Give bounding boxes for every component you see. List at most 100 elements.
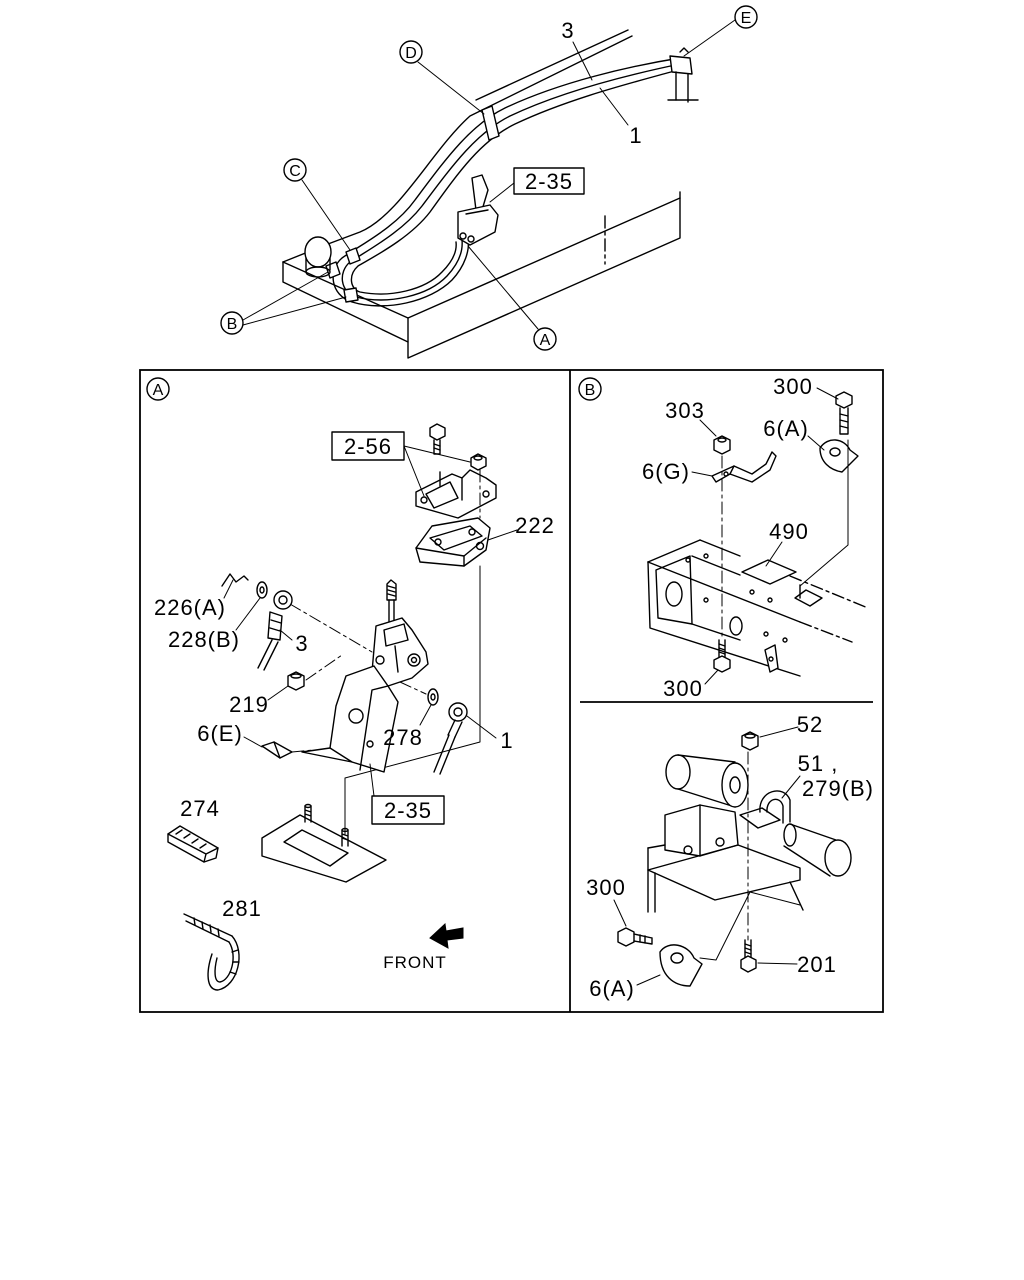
part-222-label: 222	[515, 513, 555, 538]
lever-bracket	[301, 665, 399, 773]
part-3-label: 3	[295, 631, 308, 656]
rubber-mount-222	[415, 517, 491, 567]
cable-3-end	[257, 611, 283, 671]
detail-lower: 52 51 , 279(B) 300 201 6(A)	[586, 712, 874, 1001]
part-274-label: 274	[180, 796, 220, 821]
detail-lower-leaders	[613, 726, 801, 986]
part-281-label: 281	[222, 896, 262, 921]
bolt-top	[429, 423, 446, 455]
mount-tab	[794, 584, 823, 607]
front-arrow	[429, 922, 464, 949]
part-279b-label: 279(B)	[802, 776, 874, 801]
callout-d-letter: D	[405, 45, 417, 62]
cable-bundle	[332, 57, 681, 307]
frame-rail	[282, 29, 681, 359]
part-6a-label: 6(A)	[763, 416, 809, 441]
small-tab	[764, 644, 779, 673]
part-6e-label: 6(E)	[197, 721, 243, 746]
callout-e-letter: E	[741, 10, 752, 27]
ball-joint-1	[433, 702, 468, 775]
shift-lever	[386, 579, 397, 625]
clamp-d	[481, 105, 500, 141]
front-label: FRONT	[383, 953, 447, 972]
tie-mount-274	[167, 825, 219, 863]
part-300-top-label: 300	[773, 374, 813, 399]
plate-490	[741, 559, 797, 585]
part-226a-label: 226(A)	[154, 595, 226, 620]
part-300-lower-label: 300	[586, 875, 626, 900]
overview-ref-box: 2-35	[513, 167, 585, 195]
base-plate	[647, 844, 804, 913]
part-6g-label: 6(G)	[642, 459, 690, 484]
part-300-bottom-label: 300	[663, 676, 703, 701]
ref-2-56-label: 2-56	[344, 434, 392, 459]
callout-a: A	[533, 327, 557, 351]
callout-a-letter: A	[540, 332, 551, 349]
ref-box-2-56: 2-56	[331, 431, 405, 461]
clamp-c	[345, 247, 361, 265]
clamp-e	[667, 47, 699, 103]
part-219-label: 219	[229, 692, 269, 717]
nut-top	[470, 453, 487, 471]
bolt-300-bottom	[713, 639, 731, 673]
ref-box-2-35: 2-35	[371, 795, 445, 825]
shift-lever-overview	[457, 174, 499, 246]
part-51-label: 51 ,	[798, 751, 839, 776]
overview-leaders	[242, 19, 736, 330]
assembly-chain-line	[344, 469, 481, 835]
bolt-300-top	[835, 391, 853, 435]
nut-219	[287, 654, 343, 691]
detail-lower-chain-lines	[699, 751, 801, 961]
bolt-300-lower	[617, 927, 653, 947]
clip-6a	[819, 439, 859, 473]
pipe-cylinder	[783, 823, 852, 877]
tank-mount	[664, 754, 749, 857]
part-1-label: 1	[500, 728, 513, 753]
detail-frames	[139, 369, 884, 1013]
nut-303	[713, 435, 731, 455]
callout-b: B	[220, 311, 244, 335]
part-490-label: 490	[769, 519, 809, 544]
callout-b-letter: B	[227, 316, 238, 333]
floor-plate	[261, 803, 387, 883]
callout-c-letter: C	[289, 163, 301, 180]
detail-a-tag-letter: A	[153, 382, 164, 399]
seat-bracket	[415, 469, 497, 519]
washer-228b	[256, 581, 268, 599]
part-6a-lower-label: 6(A)	[589, 976, 635, 1001]
part-201-label: 201	[797, 952, 837, 977]
overview-part-1-label: 1	[629, 123, 642, 148]
callout-c: C	[283, 158, 307, 182]
pin-226a	[221, 573, 249, 587]
clip-6a-lower	[659, 944, 703, 987]
washer-278	[399, 681, 439, 706]
part-278-label: 278	[383, 725, 423, 750]
pivot-axis-line	[289, 603, 373, 653]
clip-6e	[261, 741, 315, 759]
overview-part-3-label: 3	[561, 18, 574, 43]
detail-a-tag: A	[146, 377, 170, 401]
bracket-6g	[711, 451, 777, 483]
part-52-label: 52	[797, 712, 823, 737]
detail-a: A 2-56	[146, 377, 555, 991]
part-228b-label: 228(B)	[168, 627, 240, 652]
ref-2-35-label: 2-35	[384, 798, 432, 823]
callout-d: D	[399, 40, 423, 64]
detail-b-tag: B	[578, 377, 602, 401]
cable-tie-281	[183, 913, 240, 991]
nut-52	[741, 731, 759, 751]
detail-b-chain-lines	[721, 439, 849, 641]
bolt-201	[740, 939, 757, 973]
bushing	[273, 590, 293, 610]
overview-ref-label: 2-35	[525, 169, 573, 194]
shift-housing	[371, 617, 429, 687]
detail-b-leaders	[691, 387, 839, 685]
detail-a-leaders	[223, 445, 518, 797]
cylinder-part	[304, 236, 332, 278]
detail-b-tag-letter: B	[585, 382, 596, 399]
part-303-label: 303	[665, 398, 705, 423]
detail-b: B	[578, 374, 869, 701]
u-bolt-51	[739, 790, 791, 829]
cross-member	[647, 539, 869, 677]
